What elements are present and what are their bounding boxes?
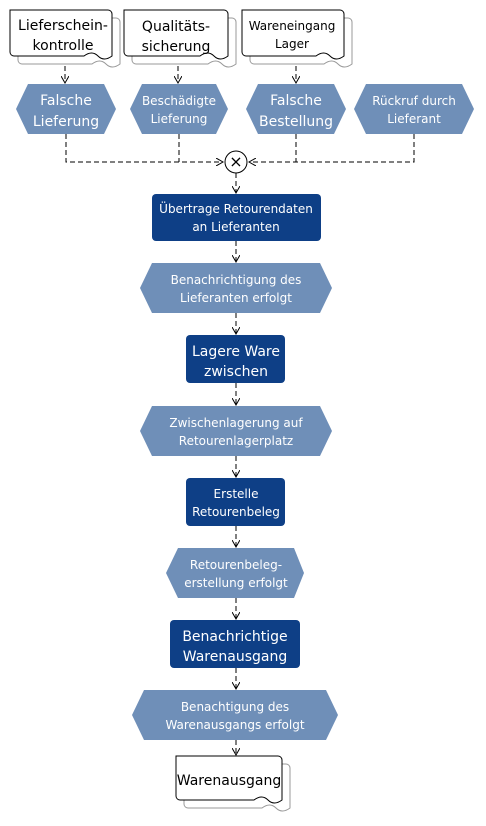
- doc-label-line1: Warenausgang: [177, 773, 281, 789]
- event-rueckruf-durch-lieferant: Rückruf durch Lieferant: [354, 84, 474, 134]
- event-label-line2: Retourenlagerplatz: [179, 434, 293, 448]
- event-label-line2: Lieferanten erfolgt: [180, 291, 292, 305]
- event-label-line1: Falsche: [40, 93, 92, 109]
- function-label-line1: Erstelle: [214, 487, 259, 501]
- event-label-line1: Beschädigte: [142, 94, 216, 108]
- function-label-line1: Lagere Ware: [192, 344, 280, 360]
- flow-arrow: [65, 134, 222, 162]
- event-label-line1: Benachrichtigung des: [171, 273, 302, 287]
- event-label-line2: Lieferant: [387, 112, 441, 126]
- event-label-line1: Benachtigung des: [181, 700, 289, 714]
- document-qualitaetssicherung: Qualitäts- sicherung: [123, 9, 237, 68]
- function-benachrichtige-warenausgang: Benachrichtige Warenausgang: [170, 620, 300, 668]
- event-benachrichtigung-warenausgang: Benachtigung des Warenausgangs erfolgt: [132, 690, 338, 740]
- event-label-line2: Bestellung: [259, 114, 333, 130]
- doc-label-line1: Wareneingang: [249, 19, 336, 33]
- event-label-line2: Warenausgangs erfolgt: [165, 718, 304, 732]
- event-zwischenlagerung: Zwischenlagerung auf Retourenlagerplatz: [140, 406, 332, 456]
- function-label-line2: zwischen: [204, 364, 268, 380]
- event-label-line2: Lieferung: [33, 114, 99, 130]
- function-label-line1: Übertrage Retourendaten: [159, 200, 313, 216]
- function-erstelle-retourenbeleg: Erstelle Retourenbeleg: [186, 478, 285, 526]
- doc-label-line1: Lieferschein-: [18, 18, 108, 34]
- event-benachrichtigung-lieferanten: Benachrichtigung des Lieferanten erfolgt: [140, 263, 332, 313]
- doc-label-line1: Qualitäts-: [142, 19, 210, 35]
- function-uebertrage-retourendaten: Übertrage Retourendaten an Lieferanten: [152, 194, 321, 241]
- event-falsche-bestellung: Falsche Bestellung: [246, 84, 346, 134]
- function-label-line1: Benachrichtige: [182, 629, 287, 645]
- doc-label-line2: Lager: [275, 37, 309, 51]
- document-wareneingang-lager: Wareneingang Lager: [241, 9, 353, 68]
- xor-connector: ×: [224, 150, 248, 174]
- function-label-line2: an Lieferanten: [192, 220, 279, 234]
- event-retourenbeleg-erstellt: Retourenbeleg- erstellung erfolgt: [166, 548, 304, 598]
- function-label-line2: Warenausgang: [183, 649, 287, 665]
- event-falsche-lieferung: Falsche Lieferung: [16, 84, 116, 134]
- event-label-line1: Retourenbeleg-: [190, 558, 282, 572]
- event-label-line2: erstellung erfolgt: [184, 576, 288, 590]
- event-label-line1: Rückruf durch: [372, 94, 456, 108]
- event-beschaedigte-lieferung: Beschädigte Lieferung: [130, 84, 228, 134]
- event-label-line1: Falsche: [270, 93, 322, 109]
- function-label-line2: Retourenbeleg: [192, 505, 280, 519]
- document-warenausgang: Warenausgang: [175, 755, 291, 812]
- doc-label-line2: kontrolle: [33, 38, 94, 54]
- flow-arrow: [250, 134, 415, 162]
- xor-connector-symbol: ×: [229, 152, 242, 171]
- document-lieferscheinkontrolle: Lieferschein- kontrolle: [9, 9, 121, 68]
- event-label-line2: Lieferung: [151, 112, 208, 126]
- function-lagere-ware: Lagere Ware zwischen: [186, 335, 285, 383]
- event-label-line1: Zwischenlagerung auf: [169, 416, 303, 430]
- doc-label-line2: sicherung: [142, 39, 211, 55]
